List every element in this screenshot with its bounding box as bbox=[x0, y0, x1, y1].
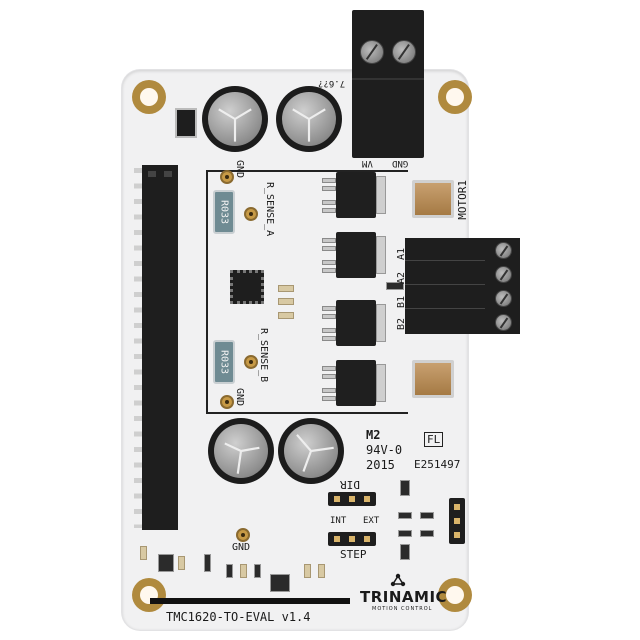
smd-resistor bbox=[140, 546, 147, 560]
mounting-hole-bottom-right bbox=[438, 578, 472, 612]
board-name: TMC1620-TO-EVAL v1.4 bbox=[166, 610, 311, 624]
brand-tagline: MOTION CONTROL bbox=[372, 606, 433, 612]
header-pins bbox=[134, 168, 142, 528]
transistor bbox=[158, 554, 174, 572]
r-sense-b-label: R_SENSE_B bbox=[258, 328, 269, 383]
trinamic-logo-icon bbox=[390, 572, 406, 587]
mounting-hole-bottom-left bbox=[132, 578, 166, 612]
dir-jumper-header[interactable] bbox=[328, 492, 376, 506]
gnd-testpoint-bottom[interactable] bbox=[236, 528, 250, 542]
electrolytic-capacitor-3 bbox=[208, 418, 274, 484]
mosfet-3 bbox=[322, 300, 386, 346]
tantalum-capacitor-2 bbox=[412, 360, 454, 398]
cap-marking: 7.6?? bbox=[318, 78, 346, 88]
manufacture-year: 2015 bbox=[366, 458, 395, 472]
driver-ic bbox=[230, 270, 264, 304]
resistor-value-b: R033 bbox=[218, 349, 230, 375]
smd-led bbox=[398, 512, 412, 519]
smd-led bbox=[398, 530, 412, 537]
smd-resistor bbox=[240, 564, 247, 578]
step-jumper-header[interactable] bbox=[328, 532, 376, 546]
electrolytic-capacitor-4 bbox=[278, 418, 344, 484]
smd-component bbox=[386, 282, 404, 290]
manufacturer-code: M2 bbox=[366, 428, 381, 442]
mosfet-4 bbox=[322, 360, 386, 406]
transistor bbox=[400, 544, 410, 560]
gnd-label-bottom: GND bbox=[232, 542, 251, 553]
r-sense-b-testpoint[interactable] bbox=[244, 355, 258, 369]
label-vm: VM bbox=[362, 158, 373, 168]
smd-resistor bbox=[304, 564, 311, 578]
mosfet-2 bbox=[322, 232, 386, 278]
smd-component bbox=[226, 564, 233, 578]
soic-ic bbox=[270, 574, 290, 592]
smd-capacitor bbox=[278, 312, 294, 319]
mounting-hole-top-right bbox=[438, 80, 472, 114]
smd-component bbox=[254, 564, 261, 578]
smd-led bbox=[420, 530, 434, 537]
ul-file-number: E251497 bbox=[414, 458, 461, 471]
gnd-label-mid: GND bbox=[234, 388, 245, 407]
step-label: STEP bbox=[340, 548, 367, 561]
r-sense-a-testpoint[interactable] bbox=[244, 207, 258, 221]
terminal-divider bbox=[405, 284, 485, 285]
smd-capacitor bbox=[278, 285, 294, 292]
int-label: INT bbox=[330, 516, 347, 526]
gnd-label-top: GND bbox=[234, 160, 245, 179]
transistor bbox=[400, 480, 410, 496]
smd-resistor bbox=[318, 564, 325, 578]
screw-icon[interactable] bbox=[360, 40, 384, 64]
flammability-rating: 94V-0 bbox=[366, 443, 403, 457]
smd-component bbox=[204, 554, 211, 572]
silkscreen-outline bbox=[206, 170, 408, 414]
mosfet-1 bbox=[322, 172, 386, 218]
terminal-divider bbox=[405, 260, 485, 261]
gnd-testpoint-mid[interactable] bbox=[220, 395, 234, 409]
gnd-testpoint-top[interactable] bbox=[220, 170, 234, 184]
brand-name: TRINAMIC bbox=[360, 588, 448, 606]
sense-resistor-a: R033 bbox=[213, 190, 235, 234]
mounting-hole-top-left bbox=[132, 80, 166, 114]
r-sense-a-label: R_SENSE_A bbox=[264, 182, 275, 237]
label-gnd-power: GND bbox=[392, 158, 409, 168]
sense-resistor-b: R033 bbox=[213, 340, 235, 384]
screw-icon[interactable] bbox=[392, 40, 416, 64]
ext-label: EXT bbox=[363, 516, 380, 526]
power-terminal-block[interactable] bbox=[352, 10, 424, 158]
electrolytic-capacitor-2 bbox=[276, 86, 342, 152]
silkscreen-bar bbox=[150, 598, 350, 604]
terminal-divider bbox=[352, 78, 424, 80]
pin-header-connector[interactable] bbox=[142, 165, 178, 530]
smd-led bbox=[420, 512, 434, 519]
screw-icon[interactable] bbox=[495, 314, 512, 331]
motor-label: MOTOR1 bbox=[456, 180, 469, 220]
screw-icon[interactable] bbox=[495, 242, 512, 259]
tantalum-capacitor-1 bbox=[412, 180, 454, 218]
dir-label: DIR bbox=[340, 478, 360, 491]
smd-capacitor bbox=[278, 298, 294, 305]
screw-icon[interactable] bbox=[495, 290, 512, 307]
motor-terminal-block[interactable] bbox=[405, 238, 520, 334]
vertical-jumper-header[interactable] bbox=[449, 498, 465, 544]
resistor-value-a: R033 bbox=[218, 199, 230, 225]
diode bbox=[175, 108, 197, 138]
screw-icon[interactable] bbox=[495, 266, 512, 283]
terminal-divider bbox=[405, 308, 485, 309]
fl-box-mark: FL bbox=[424, 432, 444, 447]
electrolytic-capacitor-1 bbox=[202, 86, 268, 152]
smd-resistor bbox=[178, 556, 185, 570]
